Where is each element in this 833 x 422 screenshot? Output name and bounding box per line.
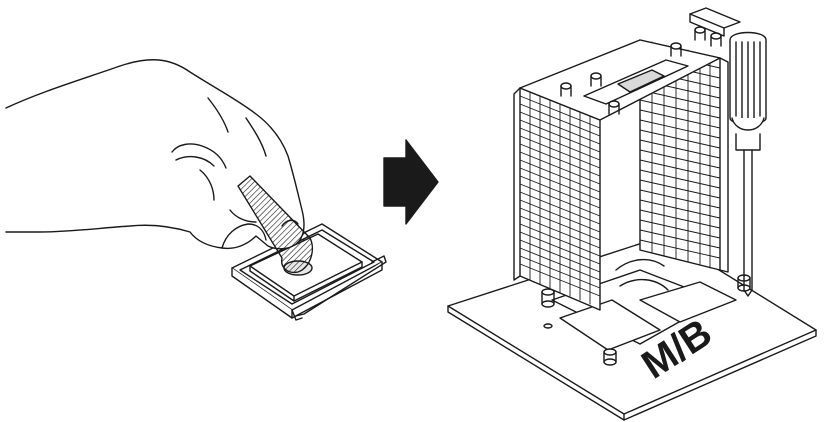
screwdriver — [729, 31, 767, 297]
cpu-step-illustration — [5, 59, 387, 321]
cooler-install-illustration: M/B — [447, 7, 817, 421]
heatsink-right-fins — [639, 39, 729, 273]
heatsink-left-fins — [513, 87, 601, 311]
heatsink-top-cover — [519, 7, 741, 121]
thermal-paste-spatula — [237, 175, 314, 274]
right-arrow-icon — [383, 139, 439, 225]
hand — [5, 59, 305, 250]
